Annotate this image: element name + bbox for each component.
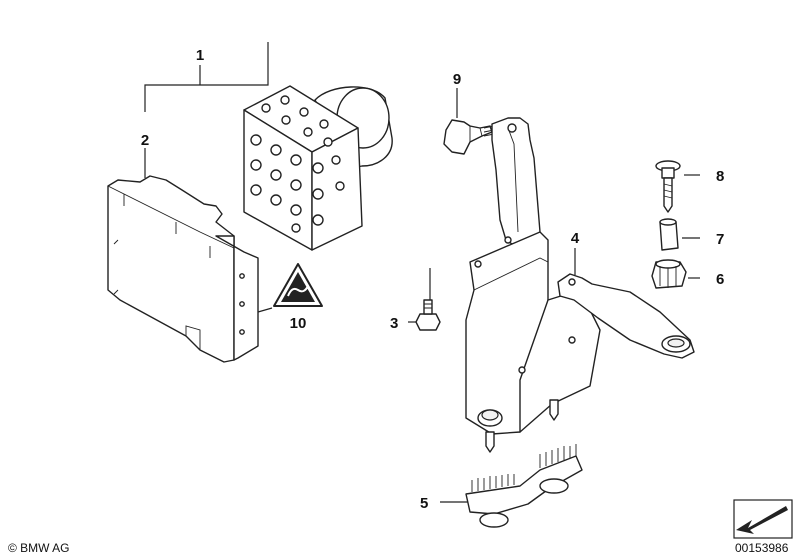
callout-4: 4: [571, 230, 580, 247]
bracket-assembly: [465, 117, 601, 435]
page-arrow-icon: [733, 499, 793, 539]
callout-3: 3: [390, 315, 398, 332]
rubber-mount: [443, 119, 495, 155]
screw: [415, 299, 441, 331]
side-bracket: [557, 273, 695, 359]
callout-labels: 1 2 3 4 5 6 7 8 9 10: [141, 47, 725, 512]
diagram-number: 00153986: [735, 541, 789, 555]
callout-1: 1: [196, 47, 204, 64]
mounting-pad: [465, 444, 583, 528]
control-unit: [107, 175, 259, 363]
copyright-text: © BMW AG: [8, 541, 70, 555]
callout-7: 7: [716, 231, 724, 248]
callout-9: 9: [453, 71, 461, 88]
grommet: [651, 259, 687, 289]
callout-8: 8: [716, 168, 724, 185]
bolt: [655, 160, 681, 213]
sleeve: [659, 218, 679, 251]
callout-2: 2: [141, 132, 149, 149]
esd-warning-triangle-icon: [273, 263, 323, 307]
studs: [485, 399, 559, 453]
hydraulic-unit: [243, 85, 393, 251]
callout-6: 6: [716, 271, 724, 288]
callout-10: 10: [290, 315, 307, 332]
callout-5: 5: [420, 495, 428, 512]
